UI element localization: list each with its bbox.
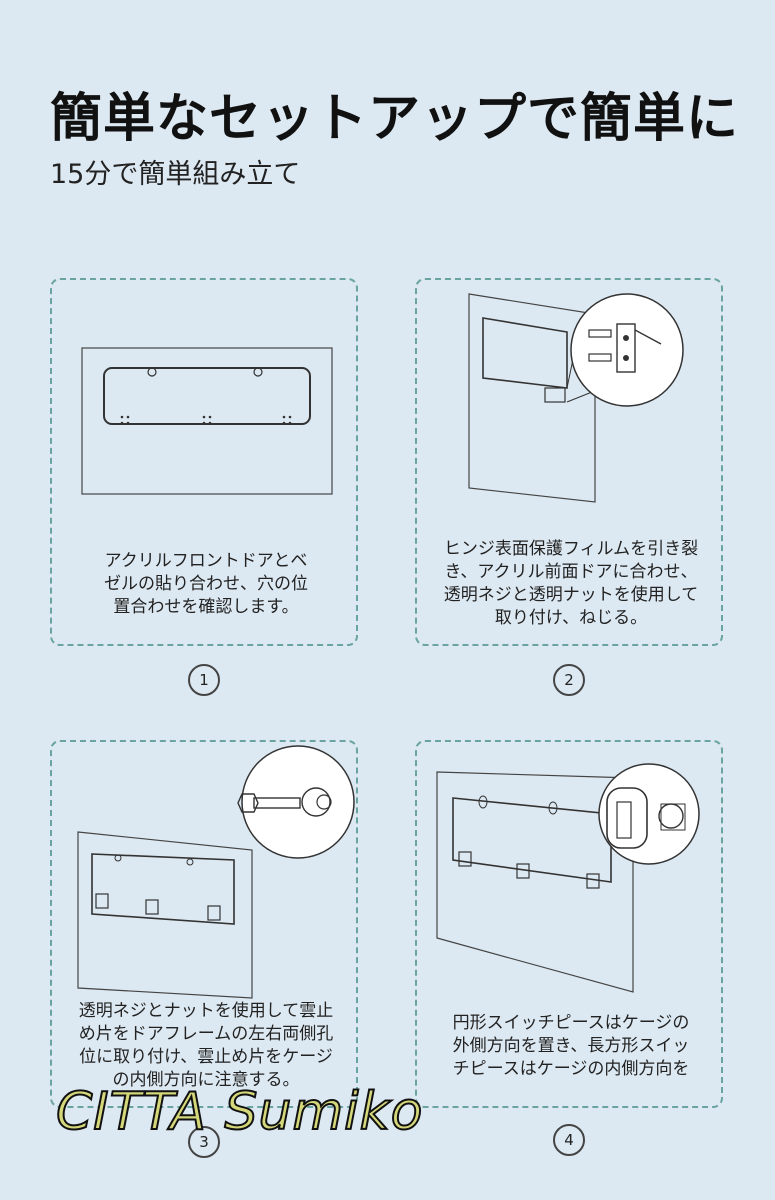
step-card-1: アクリルフロントドアとベ ゼルの貼り合わせ、穴の位 置合わせを確認します。: [50, 278, 358, 646]
step-1-illustration: [81, 347, 333, 495]
step-card-4: 円形スイッチピースはケージの 外側方向を置き、長方形スイッ チピースはケージの内…: [415, 740, 723, 1108]
step-number-4: 4: [553, 1124, 585, 1156]
step-2-illustration: [468, 293, 684, 503]
caption-line: 透明ネジと透明ナットを使用して: [443, 585, 699, 605]
step-2-caption: ヒンジ表面保護フィルムを引き裂 き、アクリル前面ドアに合わせ、 透明ネジと透明ナ…: [417, 538, 725, 630]
caption-line: き、アクリル前面ドアに合わせ、: [444, 562, 698, 582]
step-4-caption: 円形スイッチピースはケージの 外側方向を置き、長方形スイッ チピースはケージの内…: [417, 1012, 725, 1081]
step-1-caption: アクリルフロントドアとベ ゼルの貼り合わせ、穴の位 置合わせを確認します。: [52, 550, 360, 619]
caption-line: チピースはケージの内側方向を: [452, 1059, 690, 1079]
step-number-3: 3: [188, 1126, 220, 1158]
step-number-2: 2: [553, 664, 585, 696]
step-3-illustration: [77, 745, 355, 999]
caption-line: アクリルフロントドアとベ: [104, 551, 308, 571]
page-title: 簡単なセットアップで簡単に: [50, 89, 740, 149]
caption-line: 円形スイッチピースはケージの: [452, 1013, 690, 1033]
page-subtitle: 15分で簡単組み立て: [50, 159, 301, 190]
brand-watermark: CITTA Sumiko: [55, 1081, 424, 1143]
step-card-3: 透明ネジとナットを使用して雲止 め片をドアフレームの左右両側孔 位に取り付け、雲…: [50, 740, 358, 1108]
caption-line: ヒンジ表面保護フィルムを引き裂: [443, 539, 699, 559]
step-number-1: 1: [188, 664, 220, 696]
caption-line: め片をドアフレームの左右両側孔: [78, 1024, 334, 1044]
caption-line: 外側方向を置き、長方形スイッ: [452, 1036, 690, 1056]
caption-line: の内側方向に注意する。: [112, 1070, 300, 1090]
caption-line: 位に取り付け、雲止め片をケージ: [79, 1047, 333, 1067]
caption-line: 取り付け、ねじる。: [494, 608, 648, 628]
step-3-caption: 透明ネジとナットを使用して雲止 め片をドアフレームの左右両側孔 位に取り付け、雲…: [52, 1000, 360, 1092]
step-4-illustration: [436, 763, 700, 993]
caption-line: 透明ネジとナットを使用して雲止: [78, 1001, 334, 1021]
caption-line: 置合わせを確認します。: [113, 597, 299, 617]
caption-line: ゼルの貼り合わせ、穴の位: [104, 574, 308, 594]
step-card-2: ヒンジ表面保護フィルムを引き裂 き、アクリル前面ドアに合わせ、 透明ネジと透明ナ…: [415, 278, 723, 646]
